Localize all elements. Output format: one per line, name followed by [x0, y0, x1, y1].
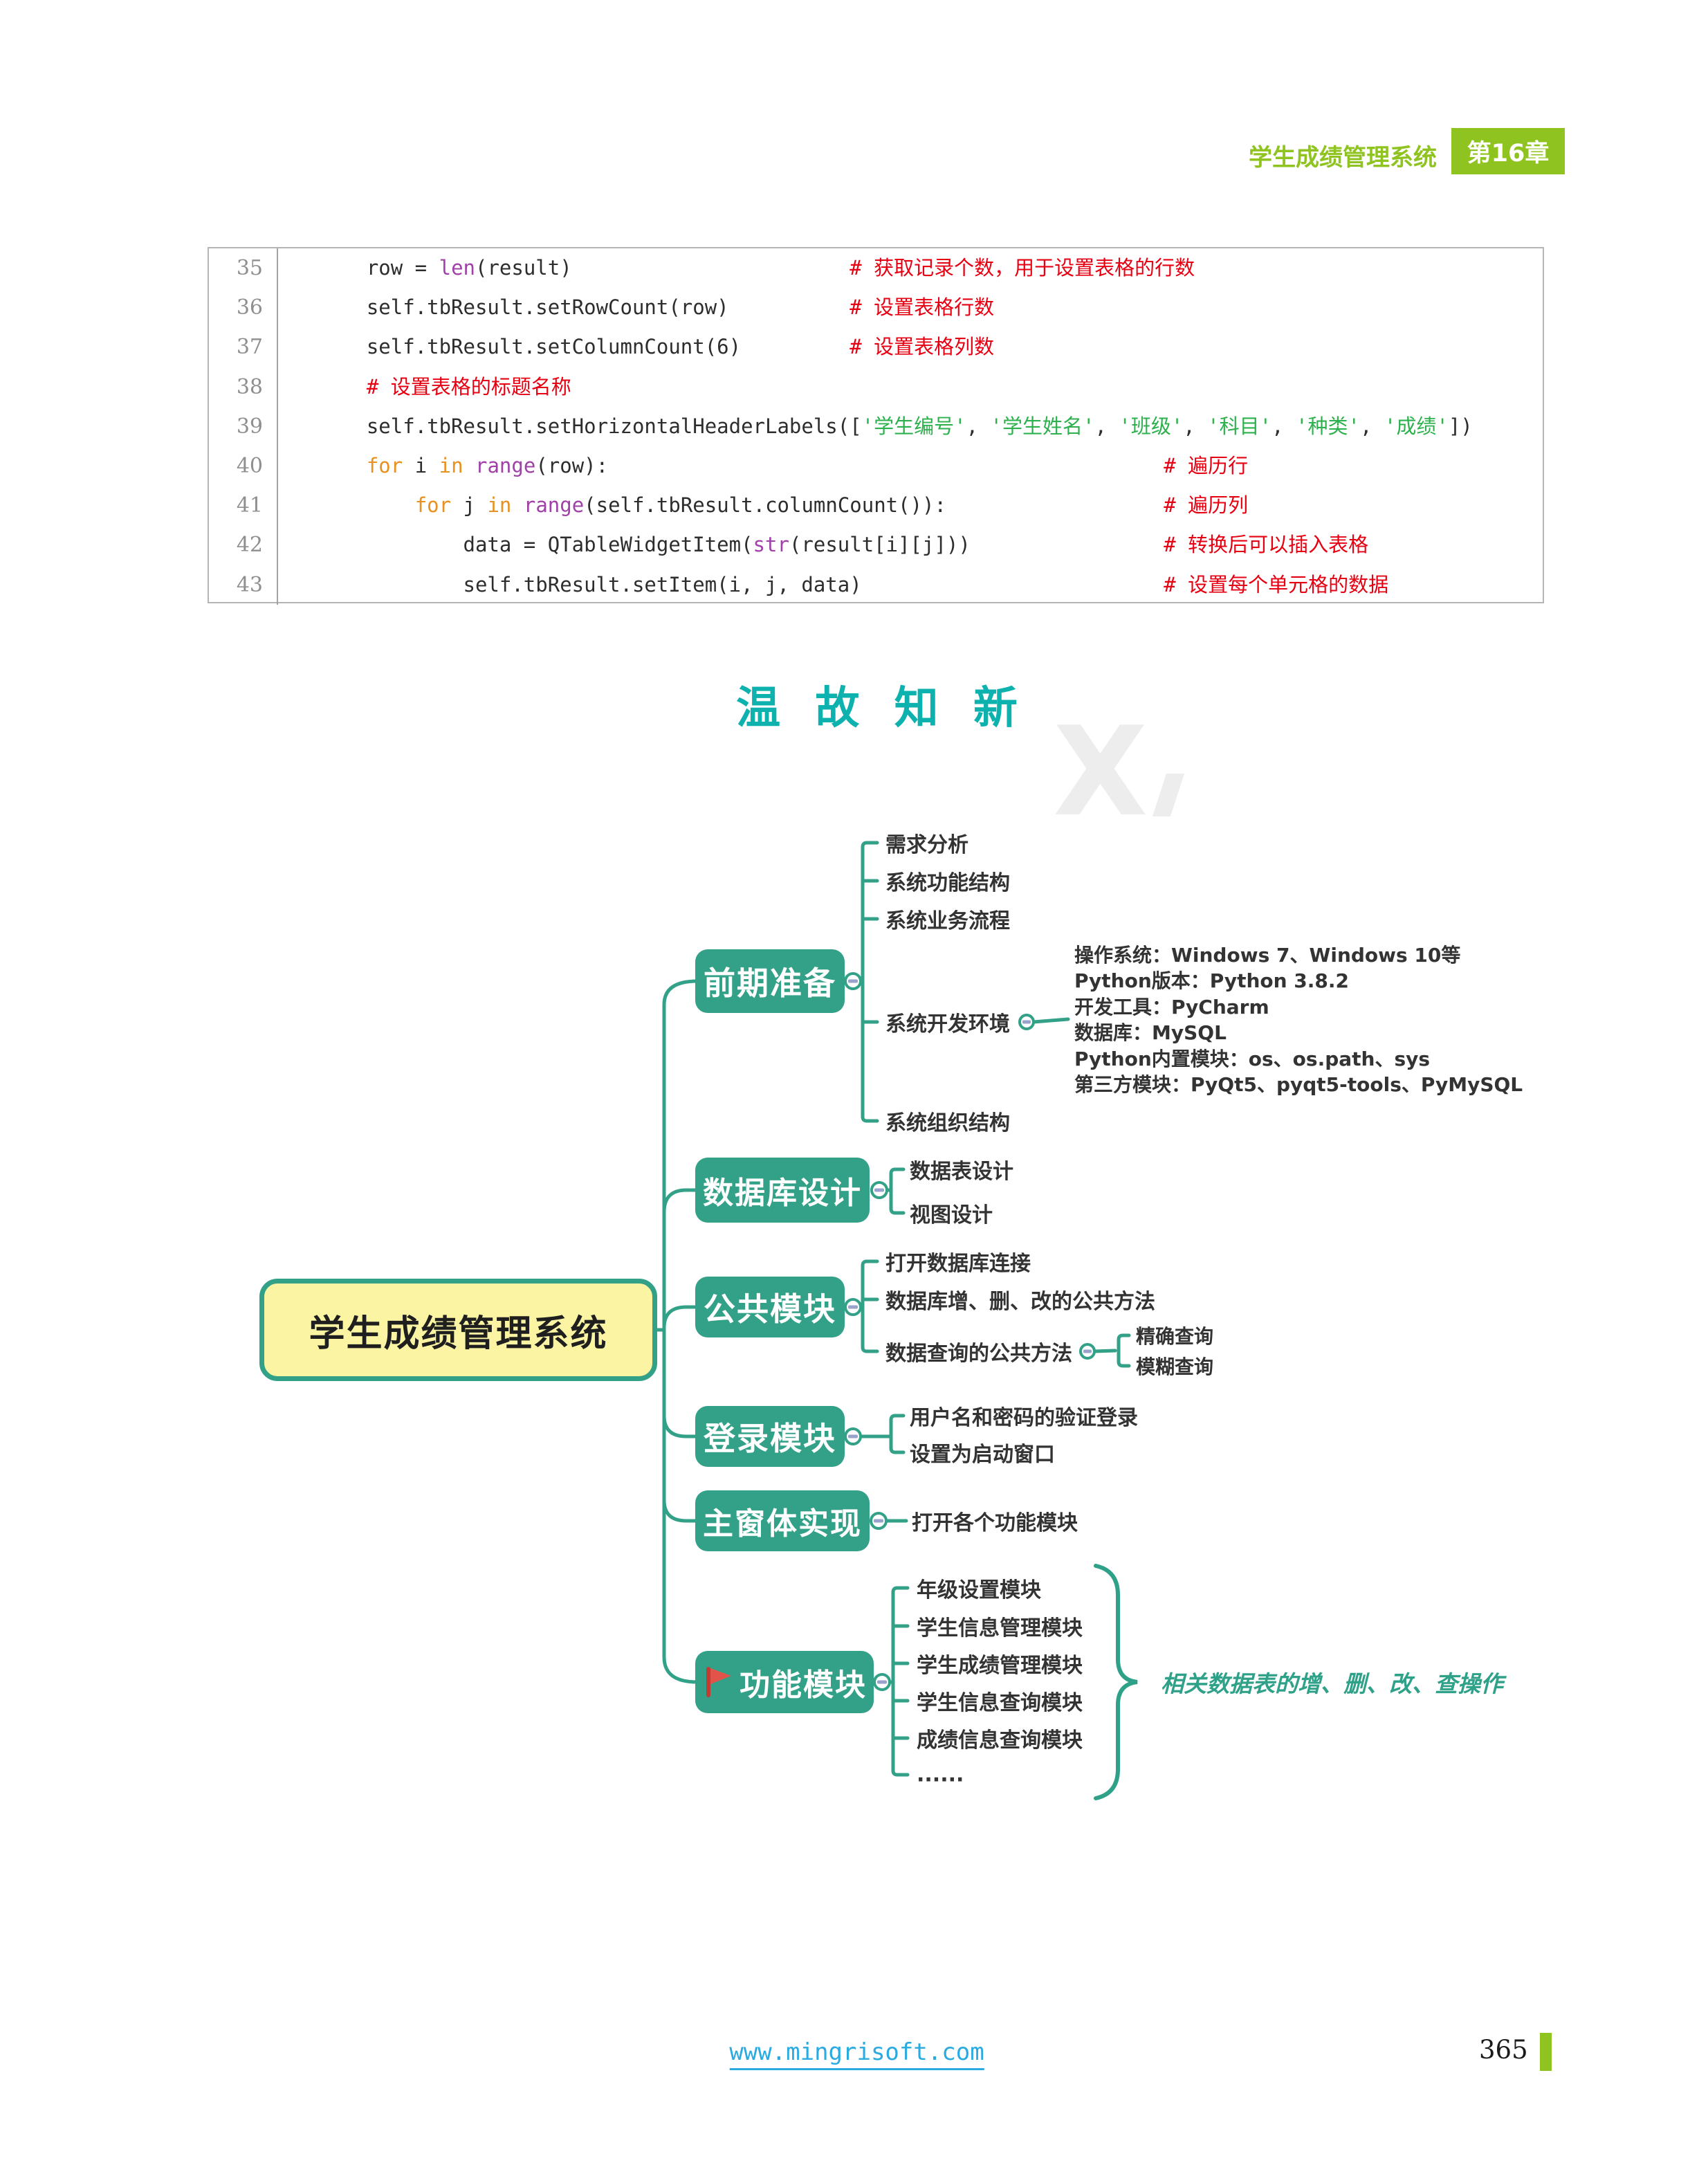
env-connector-line	[1031, 1017, 1070, 1024]
child-tree-line	[889, 1167, 906, 1215]
mindmap-subchild-label: 精确查询	[1136, 1325, 1214, 1348]
mindmap-child-label: 打开数据库连接	[885, 1252, 1031, 1276]
branch-node-label: 功能模块	[740, 1668, 867, 1703]
branch-node-main-window: 主窗体实现	[695, 1490, 870, 1551]
mindmap-child-label: 年级设置模块	[917, 1578, 1041, 1602]
child-tree-line	[861, 1259, 879, 1353]
line-number: 35	[209, 248, 278, 289]
env-detail-line: 开发工具：PyCharm	[1074, 995, 1269, 1019]
code-text: self.tbResult.setHorizontalHeaderLabels(…	[318, 414, 1473, 438]
env-detail-line: 数据库：MySQL	[1074, 1021, 1227, 1045]
mindmap-child-label: 学生成绩管理模块	[917, 1654, 1083, 1678]
env-detail-line: Python版本：Python 3.8.2	[1074, 969, 1350, 993]
code-text: for i in range(row): # 遍历行	[366, 453, 1249, 477]
mindmap-annotation: 相关数据表的增、删、改、查操作	[1161, 1670, 1503, 1697]
branch-node-login-module: 登录模块	[695, 1406, 845, 1467]
env-details-block: 操作系统：Windows 7、Windows 10等 Python版本：Pyth…	[1074, 942, 1523, 1097]
code-text: # 设置表格的标题名称	[366, 374, 571, 399]
code-text: for j in range(self.tbResult.columnCount…	[414, 493, 1249, 518]
code-line: 35 row = len(result) # 获取记录个数，用于设置表格的行数	[209, 248, 1543, 289]
mindmap-child-label: 需求分析	[885, 833, 968, 857]
page-number: 365	[1479, 2035, 1528, 2065]
code-text: self.tbResult.setItem(i, j, data) # 设置每个…	[318, 572, 1389, 596]
line-number: 42	[209, 525, 278, 565]
mindmap-child-label: 数据查询的公共方法	[885, 1342, 1072, 1366]
env-detail-line: 第三方模块：PyQt5、pyqt5-tools、PyMySQL	[1074, 1073, 1523, 1097]
branch-node-common-module: 公共模块	[695, 1277, 845, 1337]
mindmap-root-node: 学生成绩管理系统	[259, 1279, 657, 1381]
code-line: 40 for i in range(row): # 遍历行	[209, 446, 1543, 486]
env-detail-line: Python内置模块：os、os.path、sys	[1074, 1047, 1431, 1070]
mindmap-child-label: 打开各个功能模块	[912, 1511, 1078, 1535]
page-number-bar	[1540, 2033, 1552, 2071]
code-line: 41 for j in range(self.tbResult.columnCo…	[209, 486, 1543, 526]
code-text: data = QTableWidgetItem(str(result[i][j]…	[318, 533, 1369, 557]
trunk-line	[662, 979, 699, 1684]
line-number: 41	[209, 486, 278, 526]
mindmap-child-label: 学生信息管理模块	[917, 1616, 1083, 1641]
code-line: 43 self.tbResult.setItem(i, j, data) # 设…	[209, 565, 1543, 605]
mindmap-child-label: 系统开发环境	[885, 1012, 1010, 1036]
curly-brace	[1094, 1564, 1138, 1800]
branch-node-function-modules: 功能模块	[695, 1651, 874, 1713]
branch-node-preparation: 前期准备	[695, 949, 845, 1013]
mindmap-subchild-label: 模糊查询	[1136, 1355, 1214, 1378]
line-number: 37	[209, 327, 278, 367]
child-tree-line	[1117, 1333, 1131, 1368]
running-head-title: 学生成绩管理系统	[1249, 144, 1437, 172]
chapter-badge: 第16章	[1451, 128, 1565, 174]
code-line: 36 self.tbResult.setRowCount(row) # 设置表格…	[209, 288, 1543, 328]
line-number: 36	[209, 288, 278, 328]
mindmap-child-label: 系统业务流程	[885, 909, 1010, 933]
flag-icon	[706, 1667, 731, 1697]
mindmap-child-label: 数据库增、删、改的公共方法	[885, 1290, 1155, 1314]
mindmap-child-label: 系统组织结构	[885, 1111, 1010, 1135]
code-text: self.tbResult.setRowCount(row) # 设置表格行数	[318, 295, 995, 320]
code-line: 38 # 设置表格的标题名称	[209, 367, 1543, 407]
line-number: 38	[209, 367, 278, 407]
mindmap-child-label: 系统功能结构	[885, 871, 1010, 895]
mindmap-child-label: 视图设计	[910, 1203, 993, 1227]
line-number: 39	[209, 406, 278, 446]
mindmap-child-label: 成绩信息查询模块	[917, 1728, 1083, 1753]
code-line: 37 self.tbResult.setColumnCount(6) # 设置表…	[209, 327, 1543, 367]
footer-url-link[interactable]: www.mingrisoft.com	[729, 2038, 984, 2070]
line-number: 43	[209, 565, 278, 605]
child-tree-line	[891, 1586, 910, 1777]
child-tree-line	[889, 1414, 906, 1454]
watermark-tick-icon	[1152, 774, 1185, 816]
branch-stub	[662, 1414, 699, 1438]
mindmap-child-label: 数据表设计	[910, 1160, 1013, 1184]
code-line: 42 data = QTableWidgetItem(str(result[i]…	[209, 525, 1543, 565]
line-number: 40	[209, 446, 278, 486]
mindmap-child-label: ......	[917, 1762, 964, 1787]
branch-stub	[662, 1305, 699, 1330]
child-tree-line	[861, 841, 879, 1123]
mindmap-child-label: 用户名和密码的验证登录	[910, 1406, 1138, 1430]
branch-stub	[662, 1498, 699, 1523]
section-title: 温 故 知 新	[736, 683, 1027, 734]
code-text: self.tbResult.setColumnCount(6) # 设置表格列数	[318, 335, 995, 359]
branch-node-database-design: 数据库设计	[695, 1158, 870, 1223]
watermark-x-icon: X	[1053, 700, 1148, 843]
code-text: row = len(result) # 获取记录个数，用于设置表格的行数	[318, 256, 1195, 280]
mindmap-child-label: 设置为启动窗口	[910, 1443, 1055, 1467]
code-line: 39 self.tbResult.setHorizontalHeaderLabe…	[209, 406, 1543, 446]
env-detail-line: 操作系统：Windows 7、Windows 10等	[1074, 944, 1461, 967]
branch-stub	[662, 1188, 699, 1214]
mindmap-child-label: 学生信息查询模块	[917, 1691, 1083, 1715]
